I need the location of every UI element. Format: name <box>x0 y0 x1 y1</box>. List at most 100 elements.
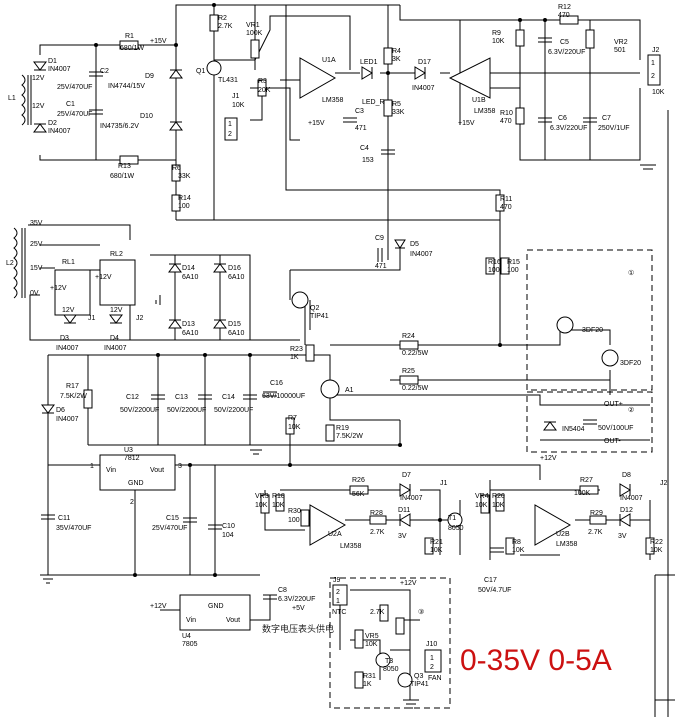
label-c12: C12 <box>126 394 139 401</box>
label-c2: C2 <box>100 68 109 75</box>
diode-d2 <box>33 123 47 133</box>
value-d1: IN4007 <box>48 66 71 73</box>
value-c17: 50V/4.7UF <box>478 587 511 594</box>
value-c10: 104 <box>222 532 234 539</box>
label-r1: R1 <box>125 33 134 40</box>
value-q1: TL431 <box>218 77 238 84</box>
value-r3: 20K <box>258 87 271 94</box>
label-tap15: 15V <box>30 265 43 272</box>
label-r8: R8 <box>512 539 521 546</box>
resistor-r31 <box>354 671 364 689</box>
value-c16: 63V/10000UF <box>262 393 305 400</box>
value-r18: 10K <box>272 502 285 509</box>
resistor-vr1 <box>250 39 260 59</box>
label-j2-top: J2 <box>652 47 660 54</box>
resistor-r20 <box>495 494 505 512</box>
diode-d14 <box>168 263 182 273</box>
value-vr4: 10K <box>475 502 488 509</box>
resistor-r15 <box>500 257 510 275</box>
value-r23: 1K <box>290 354 299 361</box>
diode-d9 <box>169 69 183 79</box>
frame-right <box>654 110 675 717</box>
section-marker-2: ② <box>628 406 634 414</box>
label-t1: 12V <box>32 75 45 82</box>
value-c14: 50V/2200UF <box>214 407 253 414</box>
label-t1: T1 <box>448 515 456 522</box>
connector-j9 <box>332 584 348 606</box>
label-vr4: VR4 <box>475 493 489 500</box>
label-u1a: U1A <box>322 57 336 64</box>
resistor-r23 <box>305 344 315 362</box>
relay-rl1 <box>54 269 91 316</box>
resistor-r13 <box>119 155 139 165</box>
capacitor-c3 <box>343 117 357 123</box>
label-j10: J10 <box>426 641 437 648</box>
value-r14: 100 <box>178 203 190 210</box>
label-c5: C5 <box>560 39 569 46</box>
diode-dout <box>543 421 557 431</box>
value-u1b: LM358 <box>474 108 496 115</box>
rail-12v-c: +12V <box>540 455 557 462</box>
value-d4: IN4007 <box>104 345 127 352</box>
value-r2: 2.7K <box>218 23 233 30</box>
label-c11: C11 <box>58 515 70 522</box>
ground-symbols <box>40 164 656 709</box>
value-c2: 25V/470UF <box>57 84 92 91</box>
label-r4: R4 <box>392 48 401 55</box>
value-r26: 56K <box>352 491 365 498</box>
value-r1: 680/1W <box>120 45 145 52</box>
label-dout: IN5404 <box>562 426 585 433</box>
value-r29: 2.7K <box>588 529 603 536</box>
resistor-r2k7 <box>379 604 389 622</box>
label-vr5: VR5 <box>365 633 379 640</box>
capacitor-c14 <box>243 394 257 400</box>
pin-u4-vin: Vin <box>186 617 196 624</box>
label-c9: C9 <box>375 235 384 242</box>
transformer-l1 <box>21 74 26 126</box>
label-out-plus: OUT+ <box>604 401 623 408</box>
value-r8: 10K <box>512 547 525 554</box>
label-c4: C4 <box>360 145 369 152</box>
resistor-r8 <box>505 537 515 555</box>
value-r13: 680/1W <box>110 173 135 180</box>
regulator-u4 <box>179 594 251 631</box>
label-a1: A1 <box>345 387 354 394</box>
label-c17: C17 <box>484 577 497 584</box>
label-rl2: RL2 <box>110 251 123 258</box>
capacitor-cout <box>583 419 597 425</box>
label-r23: R23 <box>290 346 303 353</box>
diode-d4 <box>109 314 123 324</box>
value-d8: IN4007 <box>620 495 643 502</box>
resistor-r14 <box>171 194 181 212</box>
resistor-r16 <box>485 257 495 275</box>
label-c10: C10 <box>222 523 235 530</box>
label-r12: R12 <box>558 4 571 11</box>
label-r9: R9 <box>492 30 501 37</box>
regulator-u3 <box>99 454 176 491</box>
resistors <box>83 14 655 689</box>
label-q2: Q2 <box>310 305 319 312</box>
opamp-u2b <box>534 504 572 546</box>
pin-u3-1: 1 <box>90 463 94 470</box>
diode-d8 <box>619 483 631 497</box>
value-r12: 470 <box>558 12 570 19</box>
label-r29: R29 <box>590 510 603 517</box>
label-t3: T3 <box>385 658 393 665</box>
label-r20: R20 <box>492 493 505 500</box>
resistor-r26 <box>349 485 369 495</box>
transistor-t1 <box>447 512 463 528</box>
value-vr1: 100K <box>246 30 263 37</box>
label-fan: FAN <box>428 675 442 682</box>
pin-j9-1: 1 <box>336 598 340 605</box>
label-t2: 12V <box>32 103 45 110</box>
resistor-r2 <box>209 14 219 32</box>
label-d11: D11 <box>398 507 410 514</box>
label-r16: R16 <box>488 259 501 266</box>
label-r24: R24 <box>402 333 415 340</box>
label-r17: R17 <box>66 383 79 390</box>
diode-d15 <box>213 319 227 329</box>
value-d2: IN4007 <box>48 128 71 135</box>
value-d15: 6A10 <box>228 330 244 337</box>
rail-15v: +15V <box>150 38 167 45</box>
value-c4: 153 <box>362 157 374 164</box>
